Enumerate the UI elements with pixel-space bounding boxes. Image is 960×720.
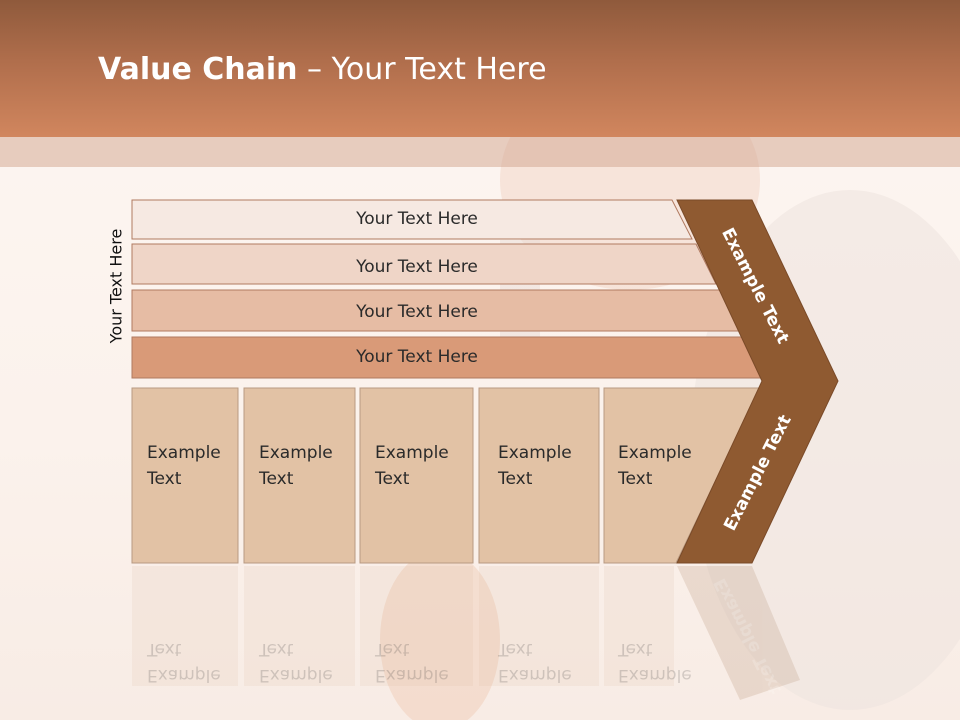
box-1-label: Example Text: [147, 443, 221, 489]
box-4-reflection: Example Text: [498, 639, 572, 685]
row-3-label: Your Text Here: [356, 302, 478, 322]
box-2-shape[interactable]: [243, 387, 356, 564]
reflection: [132, 566, 800, 700]
row-4-label: Your Text Here: [356, 347, 478, 367]
title-rest: – Your Text Here: [297, 52, 547, 87]
header-bar: [0, 0, 960, 137]
box-1-reflection: Example Text: [147, 639, 221, 685]
box-5-label: Example Text: [618, 443, 692, 489]
box-2-label: Example Text: [259, 443, 333, 489]
chevron-shape[interactable]: [676, 199, 839, 564]
title-bold: Value Chain: [98, 52, 298, 87]
row-2-label: Your Text Here: [356, 257, 478, 277]
box-5-shape[interactable]: [603, 387, 761, 564]
box-2-reflection: Example Text: [259, 639, 333, 685]
box-4-shape[interactable]: [478, 387, 600, 564]
box-3-reflection: Example Text: [375, 639, 449, 685]
box-3-label: Example Text: [375, 443, 449, 489]
box-4-label: Example Text: [498, 443, 572, 489]
box-3-shape[interactable]: [359, 387, 474, 564]
slide-title: Value Chain – Your Text Here: [98, 52, 547, 87]
header-band: [0, 137, 960, 167]
row-1-label: Your Text Here: [356, 209, 478, 229]
row-1-shape[interactable]: [131, 199, 693, 240]
box-1-shape[interactable]: [131, 387, 239, 564]
box-5-reflection: Example Text: [618, 639, 692, 685]
